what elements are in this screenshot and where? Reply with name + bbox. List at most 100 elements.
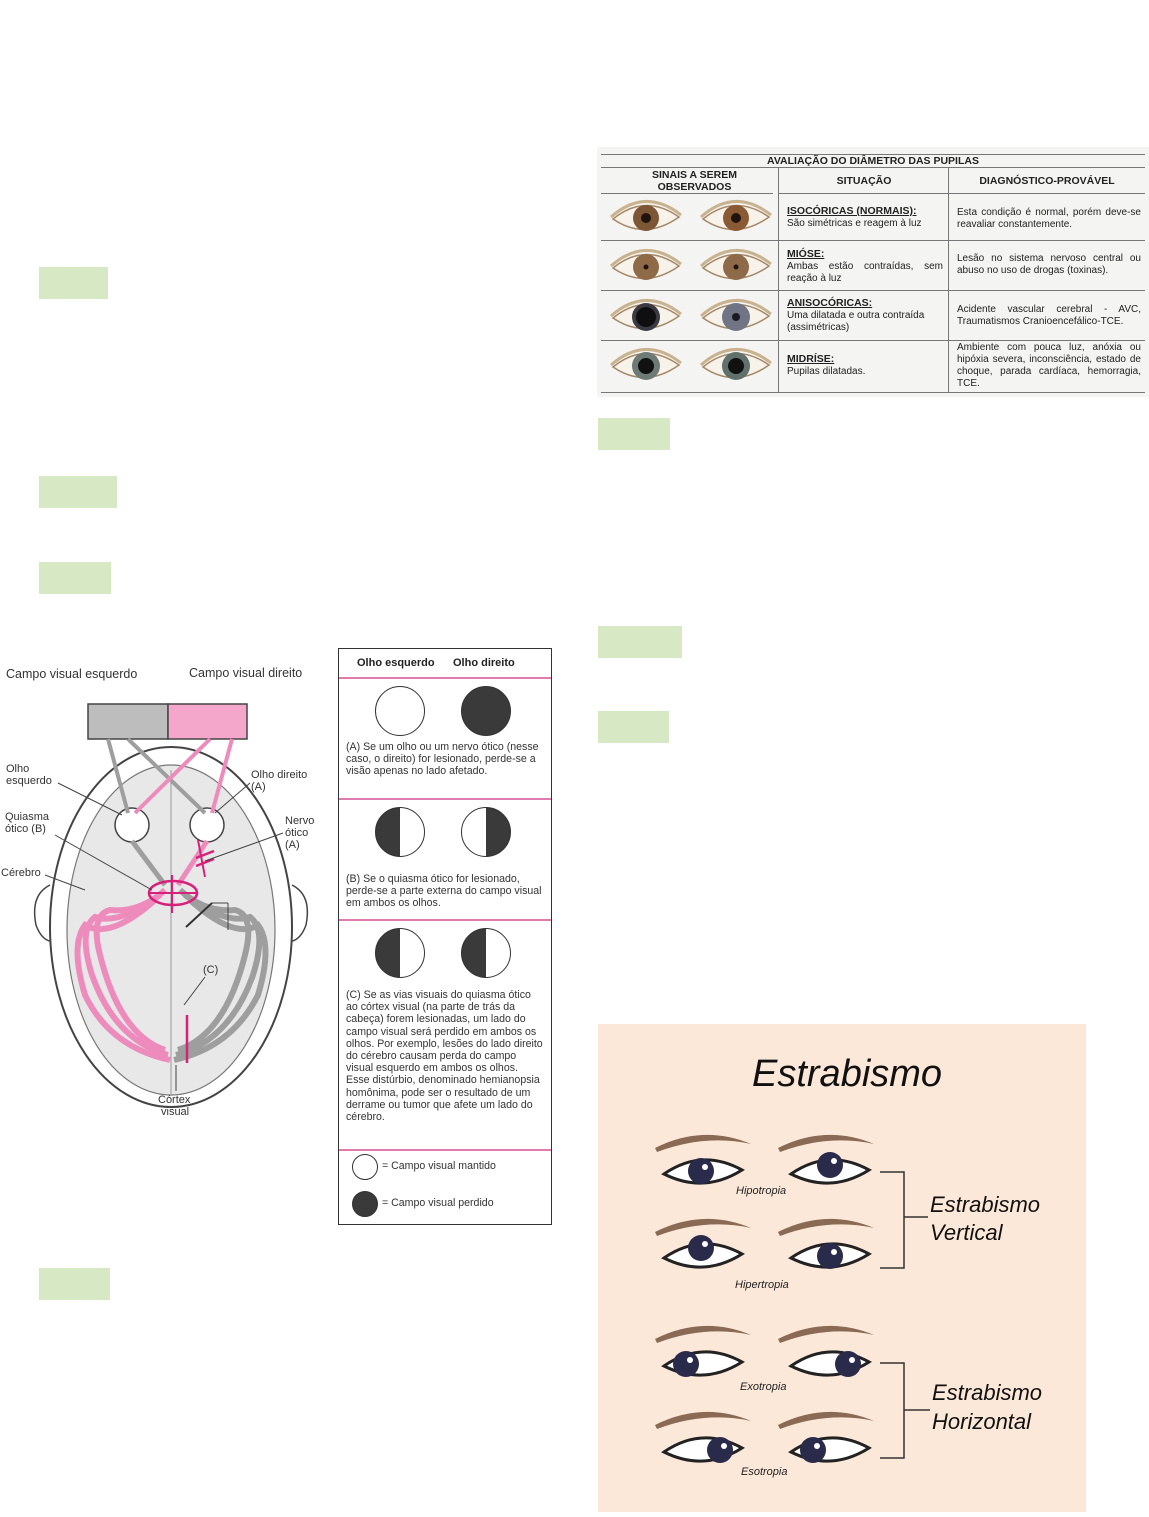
strabismus-panel: Estrabismo Hipotropia Hipertropia Estrab…: [598, 1024, 1086, 1512]
bracket-horizontal: [880, 1362, 905, 1459]
diagnosis-row-2: Lesão no sistema nervoso central ou abus…: [957, 253, 1141, 276]
pink-pathway-3: [74, 897, 171, 1063]
highlight-box-1: [39, 267, 108, 299]
eye-isocoric-left: [609, 199, 683, 232]
highlight-box-7: [598, 711, 669, 743]
eye-mydriasis-right: [699, 347, 773, 380]
gray-pathway-2: [175, 892, 263, 1058]
table-rule: [601, 240, 1145, 241]
highlight-box-5: [598, 418, 670, 450]
label-right-eye-1: Olho direito: [251, 769, 307, 781]
diagnosis-row-1: Esta condição é normal, porém deve-se re…: [957, 207, 1141, 230]
nerve-lesion-mark: [195, 857, 215, 868]
label-nerve-1: Nervo: [285, 815, 314, 827]
field-kept-circle: [375, 686, 425, 736]
highlight-box-3: [39, 562, 111, 594]
eye-pair-hipertropia: [655, 1218, 874, 1269]
label-left-eye-1: Olho: [6, 763, 29, 775]
situation-name: MIDRÍSE:: [787, 353, 835, 365]
left-eye: [114, 807, 150, 843]
field-lost-circle: [461, 686, 511, 736]
visual-field-loss-panel: Olho esquerdo Olho direito (A) Se um olh…: [338, 648, 552, 1225]
ray-left-field-left-eye: [106, 738, 130, 814]
situation-desc: Uma dilatada e outra contraída (assimétr…: [787, 310, 925, 333]
ray-right-field-right-eye: [210, 738, 234, 814]
group-horizontal-1: Estrabismo: [932, 1380, 1042, 1405]
situation-desc: Pupilas dilatadas.: [787, 366, 866, 377]
table-title: AVALIAÇÃO DO DIÂMETRO DAS PUPILAS: [767, 155, 979, 167]
eye-pair-exotropia: [655, 1325, 874, 1377]
situation-row-1: ISOCÓRICAS (NORMAIS):São simétricas e re…: [787, 205, 943, 230]
eye-pair-esotropia: [655, 1411, 874, 1463]
table-rule: [948, 167, 949, 393]
strabismus-illustration: Estrabismo Hipotropia Hipertropia Estrab…: [655, 1053, 1042, 1478]
label-c: (C): [203, 964, 218, 976]
label-chiasm-2: ótico (B): [5, 823, 46, 835]
pink-divider: [339, 677, 551, 679]
situation-name: ISOCÓRICAS (NORMAIS):: [787, 205, 917, 217]
right-eye: [189, 807, 225, 843]
field-left-half-lost-circle: [375, 807, 425, 857]
bracket-vertical: [880, 1171, 905, 1269]
case-c-text: (C) Se as vias visuais do quiasma ótico …: [346, 989, 543, 1124]
table-rule: [601, 193, 773, 194]
label-cortex-1: Córtex: [158, 1094, 191, 1106]
legend-lost-icon: [352, 1191, 378, 1217]
highlight-box-2: [39, 476, 117, 508]
label-left-eye-2: esquerdo: [6, 775, 52, 787]
label-chiasm-1: Quiasma: [5, 811, 50, 823]
table-rule: [601, 154, 1145, 155]
field-right-half-lost-circle: [461, 807, 511, 857]
situation-desc: São simétricas e reagem à luz: [787, 218, 922, 229]
header-diagnosis: DIAGNÓSTICO-PROVÁVEL: [979, 175, 1115, 187]
tract-lesion-mark: [185, 902, 213, 928]
highlight-box-4: [39, 1268, 110, 1300]
visual-pathway-diagram: Campo visual esquerdo Campo visual direi…: [1, 666, 314, 1118]
field-left-half-lost-circle: [461, 928, 511, 978]
ray-right-field-left-eye: [133, 737, 212, 815]
eye-isocoric-right: [699, 199, 773, 232]
table-rule: [601, 167, 1145, 168]
legend-kept: = Campo visual mantido: [382, 1160, 496, 1172]
pupil-eyes-illustration: [609, 199, 773, 380]
label-nerve-2: ótico: [285, 827, 308, 839]
eye-mydriasis-left: [609, 347, 683, 380]
highlight-box-6: [598, 626, 682, 658]
header-situation: SITUAÇÃO: [836, 175, 892, 187]
eye-anisocoric-right: [699, 298, 773, 331]
label-esotropia: Esotropia: [741, 1466, 787, 1478]
leader-c: [183, 976, 206, 1006]
left-optic-nerve: [130, 839, 167, 887]
situation-desc: Ambas estão contraídas, sem reação à luz: [787, 261, 943, 284]
leader-brain: [44, 874, 86, 891]
situation-name: ANISOCÓRICAS:: [787, 297, 873, 309]
field-left-half-lost-circle: [375, 928, 425, 978]
eye-miosis-left: [609, 248, 683, 281]
left-field-box: [87, 703, 169, 740]
header-right-eye: Olho direito: [453, 657, 515, 669]
group-vertical-2: Vertical: [930, 1220, 1004, 1245]
right-optic-nerve: [175, 839, 210, 887]
header-signs: SINAIS A SEREM OBSERVADOS: [652, 169, 737, 193]
label-right-eye-2: (A): [251, 781, 266, 793]
label-left-field: Campo visual esquerdo: [6, 667, 137, 681]
nerve-lesion-mark: [195, 849, 215, 860]
gray-pathway-3: [173, 897, 269, 1063]
pink-divider: [339, 919, 551, 921]
label-brain: Cérebro: [1, 867, 41, 879]
leader-left-eye: [57, 782, 123, 816]
legend-kept-icon: [352, 1154, 378, 1180]
label-nerve-3: (A): [285, 839, 300, 851]
label-right-field: Campo visual direito: [189, 666, 302, 680]
leader-right-eye: [214, 782, 251, 814]
eye-miosis-right: [699, 248, 773, 281]
eye-anisocoric-left: [609, 298, 683, 331]
label-hipertropia: Hipertropia: [735, 1279, 789, 1291]
legend-lost: = Campo visual perdido: [382, 1197, 494, 1209]
nerve-lesion-mark: [197, 839, 206, 878]
diagnosis-row-3: Acidente vascular cerebral - AVC, Trauma…: [957, 304, 1141, 327]
diagnosis-row-4: Ambiente com pouca luz, anóxia ou hipóxi…: [957, 342, 1141, 389]
table-rule: [601, 340, 1145, 341]
label-hipotropia: Hipotropia: [736, 1185, 786, 1197]
leader-chiasm: [54, 834, 153, 891]
